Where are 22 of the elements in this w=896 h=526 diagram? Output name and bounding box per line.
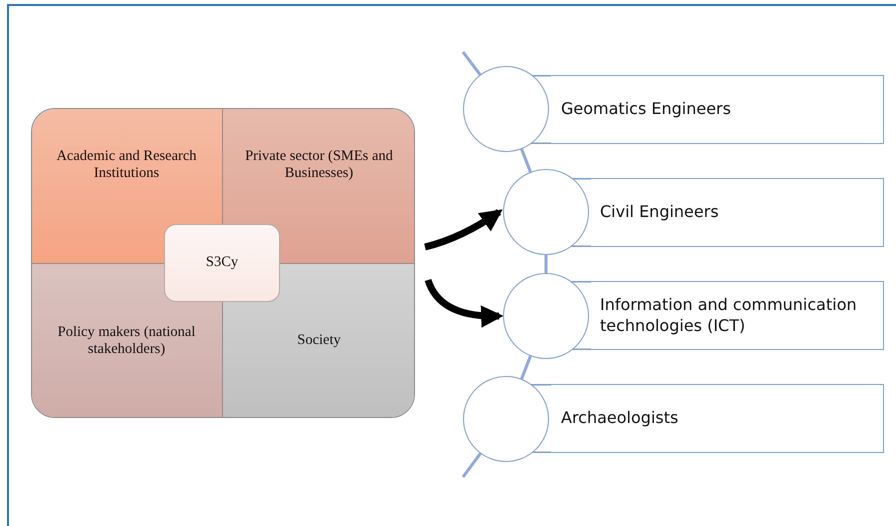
list-label: Archaeologists (561, 408, 678, 429)
center-label: S3Cy (206, 254, 238, 272)
connector-line (462, 452, 482, 478)
list-box (590, 281, 884, 350)
quadrant-label: Private sector (SMEs and Businesses) (244, 148, 394, 183)
connector-line (544, 255, 548, 273)
connector-line (462, 51, 482, 76)
quadrant-label: Policy makers (national stakeholders) (56, 324, 196, 358)
center-box (164, 224, 280, 302)
connector-line (520, 356, 532, 380)
list-label: Information and communication technologies (ICT) (600, 294, 858, 336)
list-box (550, 75, 884, 144)
list-label: Civil Engineers (600, 202, 719, 223)
curved-arrow (424, 278, 504, 328)
connector-line (520, 148, 532, 172)
curved-arrow (424, 209, 503, 250)
quadrant-label: Academic and Research Institutions (55, 148, 198, 183)
quadrant-label: Society (297, 332, 341, 350)
list-box (550, 384, 884, 453)
list-label: Geomatics Engineers (561, 99, 731, 120)
quadrant-panel (31, 108, 415, 418)
list-box (590, 178, 884, 247)
